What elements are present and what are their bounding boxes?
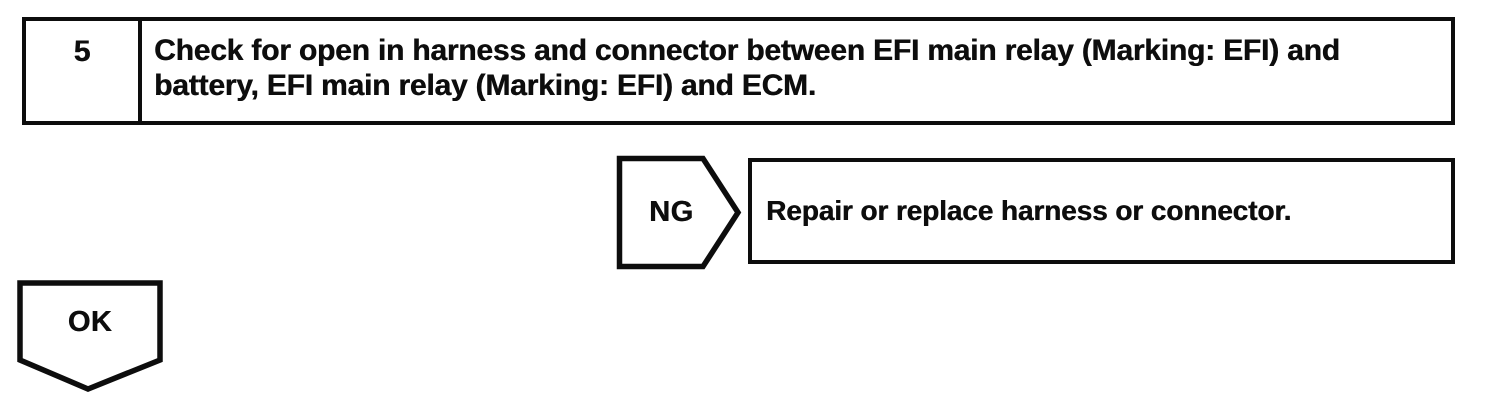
step-number-box: 5 xyxy=(22,17,142,125)
ng-action-text: Repair or replace harness or connector. xyxy=(766,195,1292,226)
ng-action-box: Repair or replace harness or connector. xyxy=(748,158,1455,264)
step-number: 5 xyxy=(73,35,91,68)
ok-connector: OK xyxy=(17,280,163,392)
ng-arrow-right-pentagon-icon xyxy=(616,155,742,270)
step-instruction-box: Check for open in harness and connector … xyxy=(138,17,1455,125)
ng-label: NG xyxy=(649,196,694,228)
ok-label: OK xyxy=(67,306,113,338)
ng-connector: NG xyxy=(615,154,743,271)
step-instruction-text: Check for open in harness and connector … xyxy=(154,34,1340,102)
ok-arrow-down-pentagon-icon xyxy=(17,280,163,392)
